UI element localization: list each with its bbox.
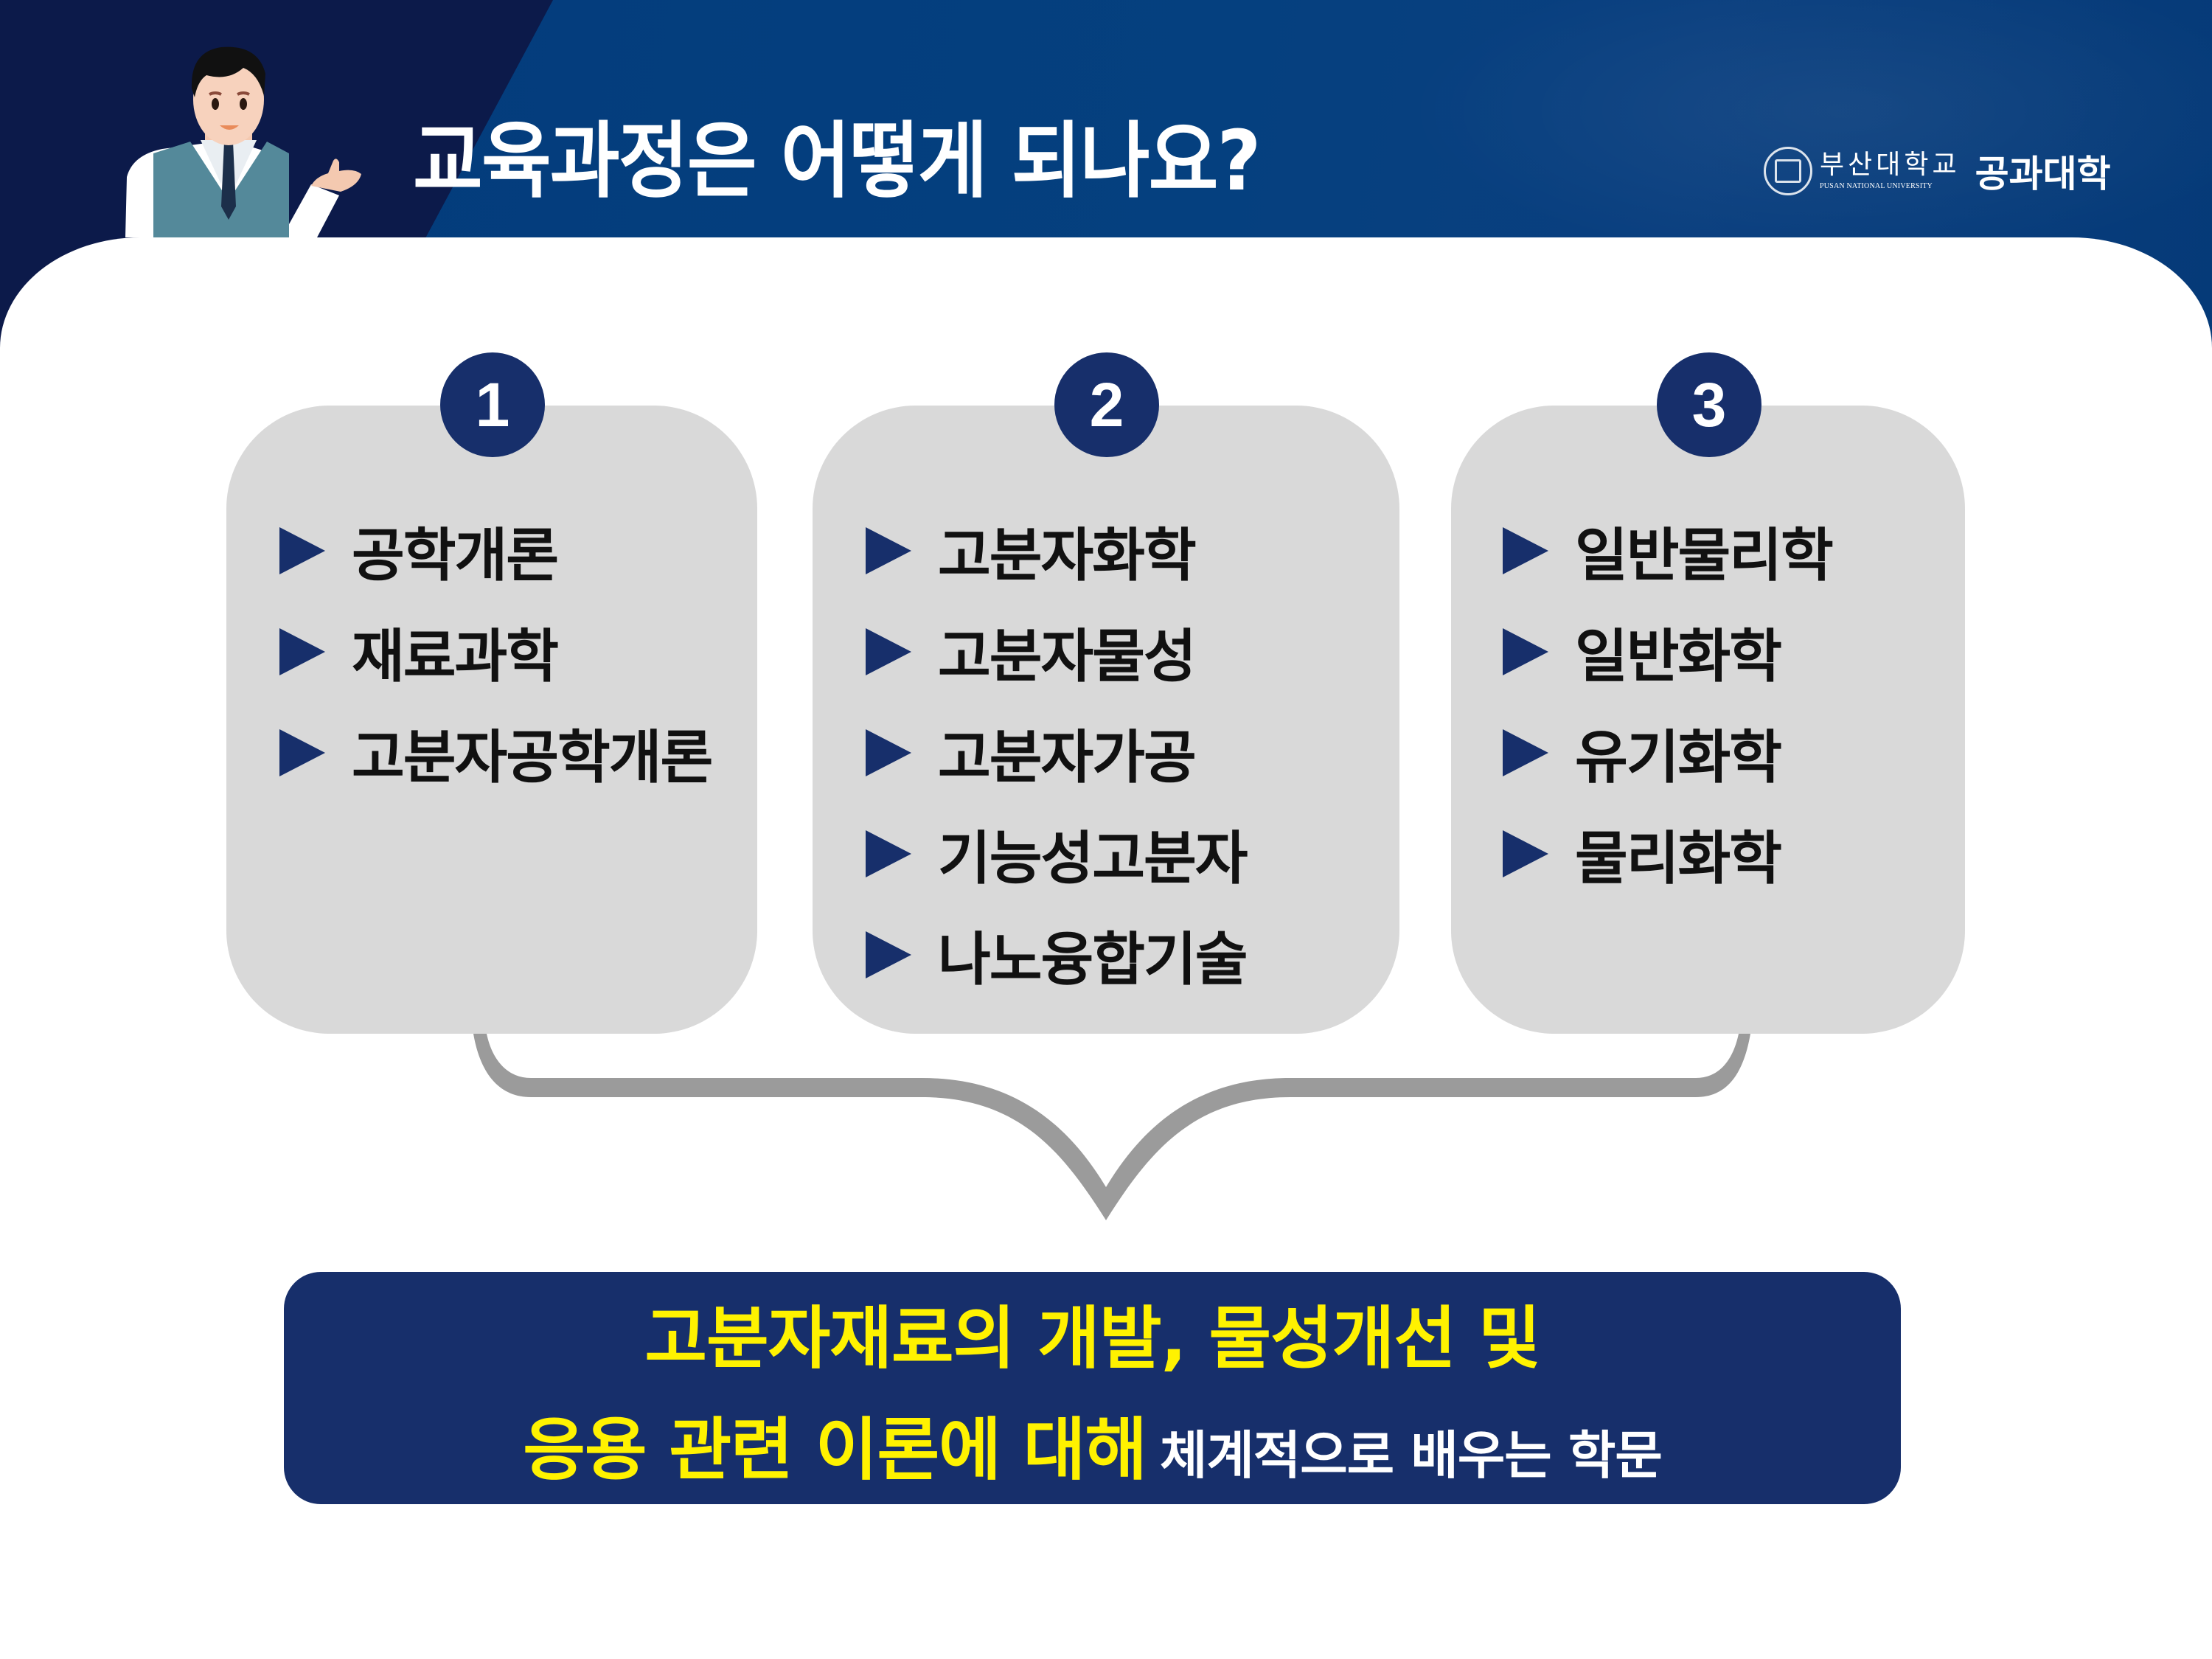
step-number-badge-1: 1 bbox=[440, 352, 545, 457]
list-item: 일반물리학 bbox=[1503, 500, 1834, 601]
list-item: 일반화학 bbox=[1503, 601, 1832, 702]
list-item: 고분자가공 bbox=[866, 702, 1247, 803]
curriculum-box-2: 고분자화학 고분자물성 고분자가공 기능성고분자 나노융합기술 bbox=[813, 406, 1399, 1034]
bullet-triangle-icon bbox=[279, 728, 325, 776]
summary-line-2-rest: 체계적으로 배우는 학문 bbox=[1160, 1425, 1663, 1486]
bullet-triangle-icon bbox=[866, 931, 911, 978]
summary-line-1: 고분자재료의 개발, 물성개선 및 bbox=[644, 1298, 1540, 1378]
list-item: 고분자물성 bbox=[866, 601, 1247, 702]
list-item: 고분자화학 bbox=[866, 500, 1247, 601]
bullet-triangle-icon bbox=[1503, 830, 1548, 877]
course-list: 공학개론 재료과학 고분자공학개론 bbox=[279, 500, 713, 803]
step-number-badge-3: 3 bbox=[1657, 352, 1761, 457]
university-name-en: PUSAN NATIONAL UNIVERSITY bbox=[1820, 182, 1933, 190]
bullet-triangle-icon bbox=[1503, 728, 1548, 776]
course-list: 고분자화학 고분자물성 고분자가공 기능성고분자 나노융합기술 bbox=[866, 500, 1248, 1005]
bullet-triangle-icon bbox=[279, 627, 325, 675]
bullet-triangle-icon bbox=[1503, 627, 1548, 675]
presenter-character-icon bbox=[125, 46, 361, 237]
course-list: 일반물리학 일반화학 유기화학 물리화학 bbox=[1503, 500, 1834, 904]
bullet-triangle-icon bbox=[866, 830, 911, 877]
bullet-triangle-icon bbox=[279, 526, 325, 574]
list-item: 공학개론 bbox=[279, 500, 712, 601]
list-item: 재료과학 bbox=[279, 601, 712, 702]
list-item: 물리화학 bbox=[1503, 803, 1832, 904]
curriculum-box-3: 일반물리학 일반화학 유기화학 물리화학 bbox=[1451, 406, 1965, 1034]
college-name: 공과대학 bbox=[1975, 153, 2111, 195]
bullet-triangle-icon bbox=[866, 728, 911, 776]
bullet-triangle-icon bbox=[1503, 526, 1548, 574]
university-seal-icon bbox=[1764, 147, 1812, 195]
list-item: 고분자공학개론 bbox=[279, 702, 713, 803]
curriculum-box-1: 공학개론 재료과학 고분자공학개론 bbox=[226, 406, 757, 1034]
list-item: 기능성고분자 bbox=[866, 803, 1248, 904]
bullet-triangle-icon bbox=[866, 627, 911, 675]
step-number-badge-2: 2 bbox=[1054, 352, 1159, 457]
list-item: 유기화학 bbox=[1503, 702, 1832, 803]
page-title: 교육과정은 어떻게 되나요? bbox=[413, 114, 1261, 209]
header-swirl bbox=[1401, 0, 2212, 265]
bullet-triangle-icon bbox=[866, 526, 911, 574]
university-name-ko: 부산대학교 bbox=[1820, 150, 1961, 180]
university-logo: 부산대학교 PUSAN NATIONAL UNIVERSITY 공과대학 bbox=[1764, 145, 2111, 198]
summary-line-2-highlight: 응용 관련 이론에 대해 bbox=[523, 1410, 1147, 1489]
list-item: 나노융합기술 bbox=[866, 904, 1248, 1005]
